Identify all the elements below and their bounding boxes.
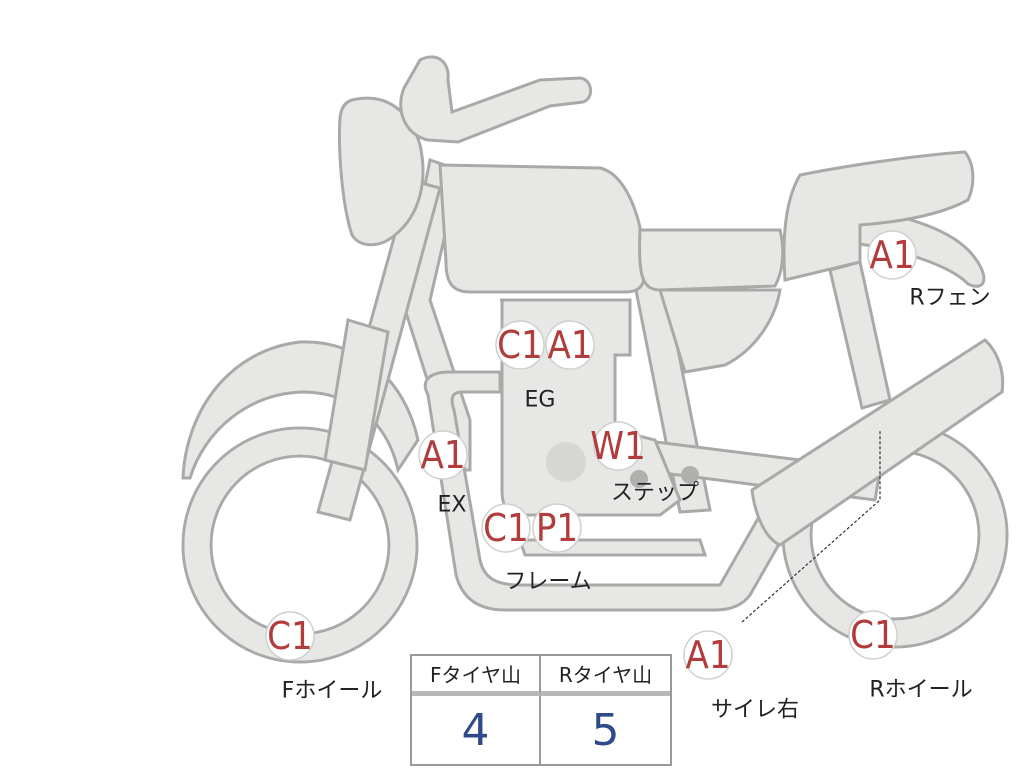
footpeg-left-shape xyxy=(630,470,648,488)
fuel-tank-shape xyxy=(438,163,647,294)
marker-code: A1 xyxy=(869,233,914,277)
marker-label: Rホイール xyxy=(869,678,972,703)
front-tread-header: Fタイヤ山 xyxy=(412,656,541,696)
seat-shape xyxy=(638,228,785,292)
marker-code: C1 xyxy=(483,506,529,550)
rear-tread-value: 5 xyxy=(591,704,620,756)
marker-code: A1 xyxy=(685,633,730,677)
engine-cover-shape xyxy=(546,442,586,482)
marker-frame-c: C1 xyxy=(481,503,531,553)
marker-label: フレーム xyxy=(504,570,591,595)
marker-label: Rフェン xyxy=(909,286,990,311)
silencer-leader-line xyxy=(741,430,881,623)
marker-circle xyxy=(418,430,468,480)
silencer-shape xyxy=(750,338,1005,547)
fork-lower-shape xyxy=(323,318,390,472)
side-cover-shape xyxy=(657,288,782,374)
marker-code: C1 xyxy=(497,323,543,367)
rear-shock-shape xyxy=(828,260,892,410)
tread-depth-table: Fタイヤ山 Rタイヤ山 4 5 xyxy=(410,654,672,766)
exhaust-pipe-shape xyxy=(423,370,793,612)
marker-code: C1 xyxy=(850,613,896,657)
marker-step: W1 ステップ xyxy=(590,421,699,506)
marker-circle xyxy=(683,630,733,680)
footpeg-right-shape xyxy=(681,466,699,484)
marker-label: EX xyxy=(438,493,467,518)
marker-circle xyxy=(481,503,531,553)
marker-label: EG xyxy=(525,388,556,413)
marker-circle xyxy=(848,610,898,660)
rear-tread-header: Rタイヤ山 xyxy=(541,656,670,696)
marker-circle xyxy=(495,320,545,370)
front-tread-value: 4 xyxy=(412,696,541,764)
marker-circle xyxy=(545,320,595,370)
marker-silencer-right: A1 サイレ右 xyxy=(683,630,799,723)
marker-circle xyxy=(532,503,582,553)
marker-code: C1 xyxy=(267,614,313,658)
marker-engine-c: C1 xyxy=(495,320,545,370)
marker-circle xyxy=(593,421,643,471)
marker-label: ステップ xyxy=(611,481,699,506)
marker-frame-p: P1 フレーム xyxy=(504,503,592,595)
handlebar-shape xyxy=(399,55,592,144)
marker-label: Fホイール xyxy=(282,679,383,704)
marker-code: W1 xyxy=(590,424,646,468)
marker-code: A1 xyxy=(547,323,592,367)
marker-label: サイレ右 xyxy=(711,698,799,723)
rear-seat-shape xyxy=(782,150,975,282)
marker-code: P1 xyxy=(536,506,578,550)
marker-circle xyxy=(265,611,315,661)
marker-code: A1 xyxy=(420,433,465,477)
marker-circle xyxy=(867,230,917,280)
